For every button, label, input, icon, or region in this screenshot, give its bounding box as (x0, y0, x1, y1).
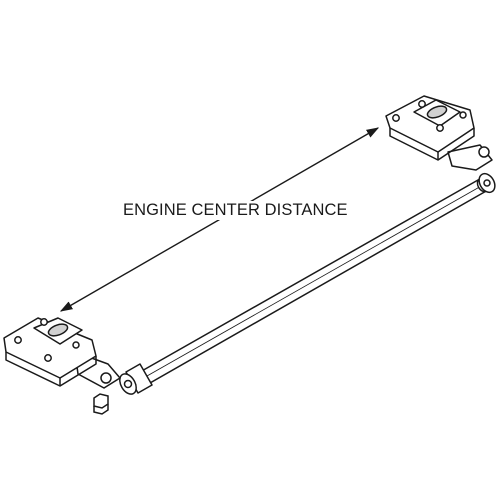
left-lower-nut (93, 393, 109, 415)
right-rod-end (478, 172, 496, 194)
left-rod-end (119, 363, 153, 395)
left-mount-bracket (3, 317, 121, 389)
right-mount-bracket (385, 95, 493, 171)
engine-center-distance-label: ENGINE CENTER DISTANCE (121, 201, 350, 220)
